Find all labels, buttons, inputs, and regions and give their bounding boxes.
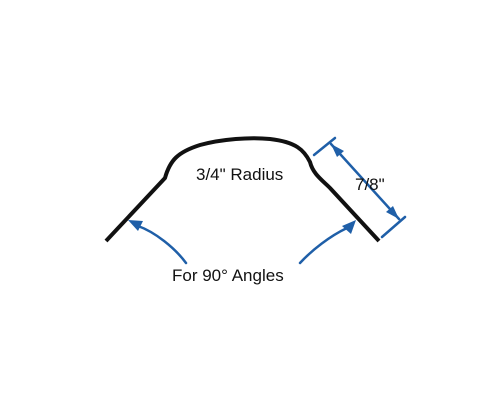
leg-dimension — [312, 136, 407, 239]
right-angle-arrow — [298, 220, 356, 265]
leg-length-label: 7/8" — [355, 175, 385, 194]
left-angle-arc — [136, 224, 188, 265]
angle-note-label: For 90° Angles — [172, 266, 284, 285]
dimension-arrowhead-bottom — [386, 206, 399, 219]
left-arrowhead — [128, 220, 143, 231]
ridge-cap-profile — [104, 136, 381, 243]
radius-label: 3/4" Radius — [196, 165, 283, 184]
right-arrowhead — [342, 220, 356, 234]
extension-line-top — [312, 136, 337, 157]
extension-line-bottom — [380, 215, 407, 239]
right-angle-arc — [298, 226, 349, 265]
dimension-line — [329, 142, 401, 221]
dimension-arrowhead-top — [331, 144, 344, 157]
left-angle-arrow — [128, 220, 188, 265]
